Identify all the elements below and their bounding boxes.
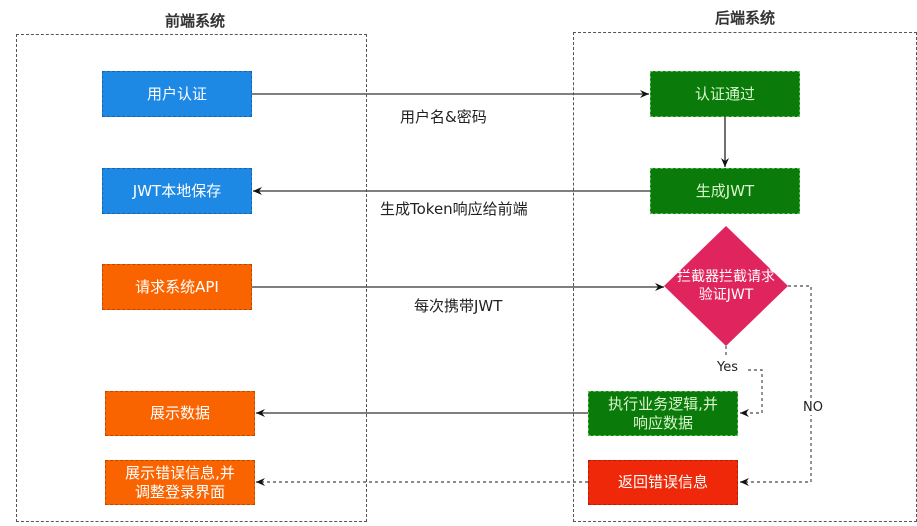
frontend-container — [16, 34, 367, 522]
frontend-title: 前端系统 — [164, 12, 225, 30]
node-jwt-save: JWT本地保存 — [102, 168, 252, 214]
node-show-data-label: 展示数据 — [149, 404, 210, 422]
edge-label-username-password: 用户名&密码 — [400, 108, 487, 126]
node-request-api-label: 请求系统API — [135, 277, 219, 296]
node-auth-pass-label: 认证通过 — [694, 84, 755, 103]
node-exec-logic-line2: 响应数据 — [632, 413, 693, 432]
node-show-error: 展示错误信息,并 调整登录界面 — [105, 460, 255, 505]
node-request-api: 请求系统API — [102, 264, 252, 310]
node-show-data: 展示数据 — [105, 391, 255, 436]
node-interceptor-label: 拦截器拦截请求 验证JWT — [656, 268, 796, 304]
node-return-error: 返回错误信息 — [588, 460, 738, 505]
node-show-error-line2: 调整登录界面 — [134, 482, 225, 501]
edge-label-carry-jwt: 每次携带JWT — [414, 297, 503, 315]
node-auth-pass: 认证通过 — [650, 71, 800, 117]
edge-label-no: NO — [803, 400, 823, 415]
node-user-auth-label: 用户认证 — [146, 84, 207, 103]
node-jwt-save-label: JWT本地保存 — [132, 181, 222, 200]
node-user-auth: 用户认证 — [102, 71, 252, 117]
backend-title: 后端系统 — [714, 9, 775, 27]
node-interceptor-line2: 验证JWT — [698, 287, 754, 303]
node-exec-logic-line1: 执行业务逻辑,并 — [608, 394, 718, 413]
edge-yes-2 — [740, 369, 763, 417]
node-exec-logic: 执行业务逻辑,并 响应数据 — [588, 391, 738, 436]
edge-no — [740, 285, 812, 486]
edge-label-yes: Yes — [717, 360, 738, 375]
node-interceptor-line1: 拦截器拦截请求 — [677, 269, 775, 285]
node-gen-jwt: 生成JWT — [650, 168, 800, 214]
interceptor-diamond — [664, 226, 788, 346]
edge-label-token-response: 生成Token响应给前端 — [380, 200, 528, 218]
node-gen-jwt-label: 生成JWT — [695, 181, 755, 200]
node-show-error-line1: 展示错误信息,并 — [125, 463, 235, 482]
node-return-error-label: 返回错误信息 — [617, 473, 708, 491]
